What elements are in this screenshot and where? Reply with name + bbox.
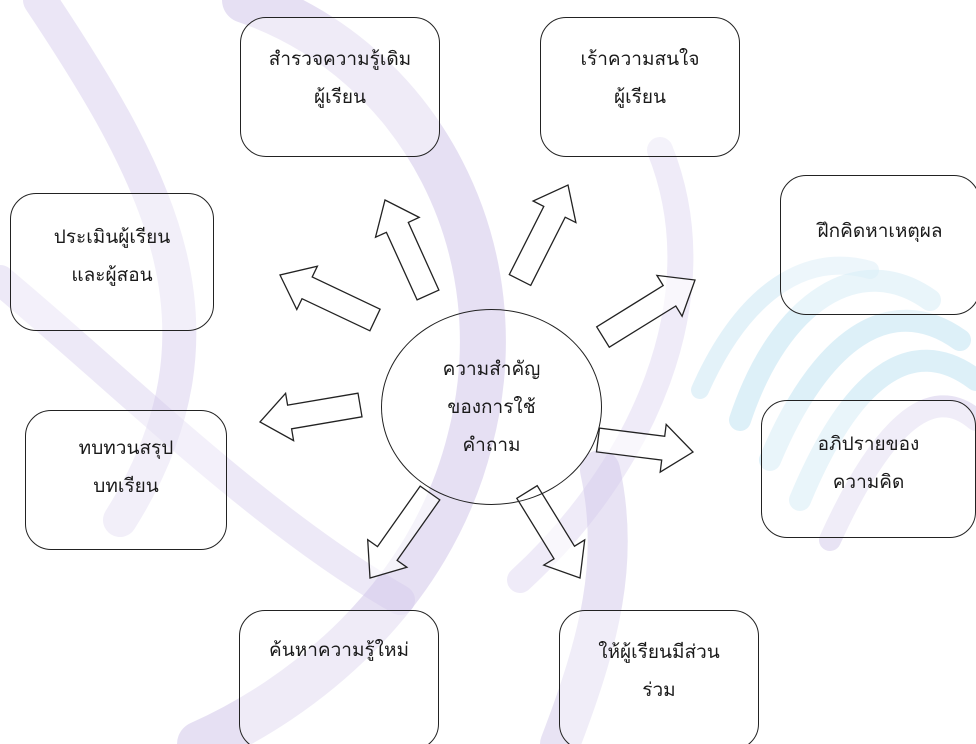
arrow-to-survey [374,199,440,301]
arrow-to-reasoning [595,274,696,349]
arrow-to-evaluate [279,265,381,332]
node-stimulate-interest: เร้าความสนใจ ผู้เรียน [540,17,740,157]
node-discuss-ideas: อภิปรายของ ความคิด [761,400,976,538]
node-interest-line-1: เร้าความสนใจ [580,48,700,70]
node-review-summary: ทบทวนสรุป บทเรียน [25,410,227,550]
node-survey-line-1: สำรวจความรู้เดิม [268,48,412,70]
arrow-to-discuss [595,422,695,474]
center-line-1: ความสำคัญ [442,358,541,380]
node-reasoning-practice: ฝึกคิดหาเหตุผล [780,175,976,315]
arrow-to-newknowledge [366,485,441,579]
node-discuss-line-1: อภิปรายของ [817,433,920,455]
node-newknowledge-line-1: ค้นหาความรู้ใหม่ [269,639,409,661]
node-reasoning-line-1: ฝึกคิดหาเหตุผล [817,220,943,242]
node-interest-line-2: ผู้เรียน [614,86,666,108]
node-review-line-1: ทบทวนสรุป [78,437,174,459]
node-find-new-knowledge: ค้นหาความรู้ใหม่ [239,610,439,744]
arrow-to-review [258,391,363,442]
node-discuss-line-2: ความคิด [832,471,905,493]
arrow-to-interest [508,184,577,287]
node-learner-participation: ให้ผู้เรียนมีส่วน ร่วม [559,610,759,744]
center-line-3: คำถาม [462,434,521,456]
node-participate-line-1: ให้ผู้เรียนมีส่วน [598,641,720,663]
node-participate-line-2: ร่วม [642,679,676,701]
center-line-2: ของการใช้ [447,396,536,418]
arrow-to-participate [515,484,586,579]
node-evaluate-line-1: ประเมินผู้เรียน [53,226,171,248]
node-evaluate-line-2: และผู้สอน [71,264,153,286]
node-review-line-2: บทเรียน [93,475,159,497]
node-survey-prior-knowledge: สำรวจความรู้เดิม ผู้เรียน [240,17,440,157]
node-evaluate-learner-teacher: ประเมินผู้เรียน และผู้สอน [10,193,214,331]
center-ellipse: ความสำคัญ ของการใช้ คำถาม [381,309,602,505]
node-survey-line-2: ผู้เรียน [314,86,366,108]
